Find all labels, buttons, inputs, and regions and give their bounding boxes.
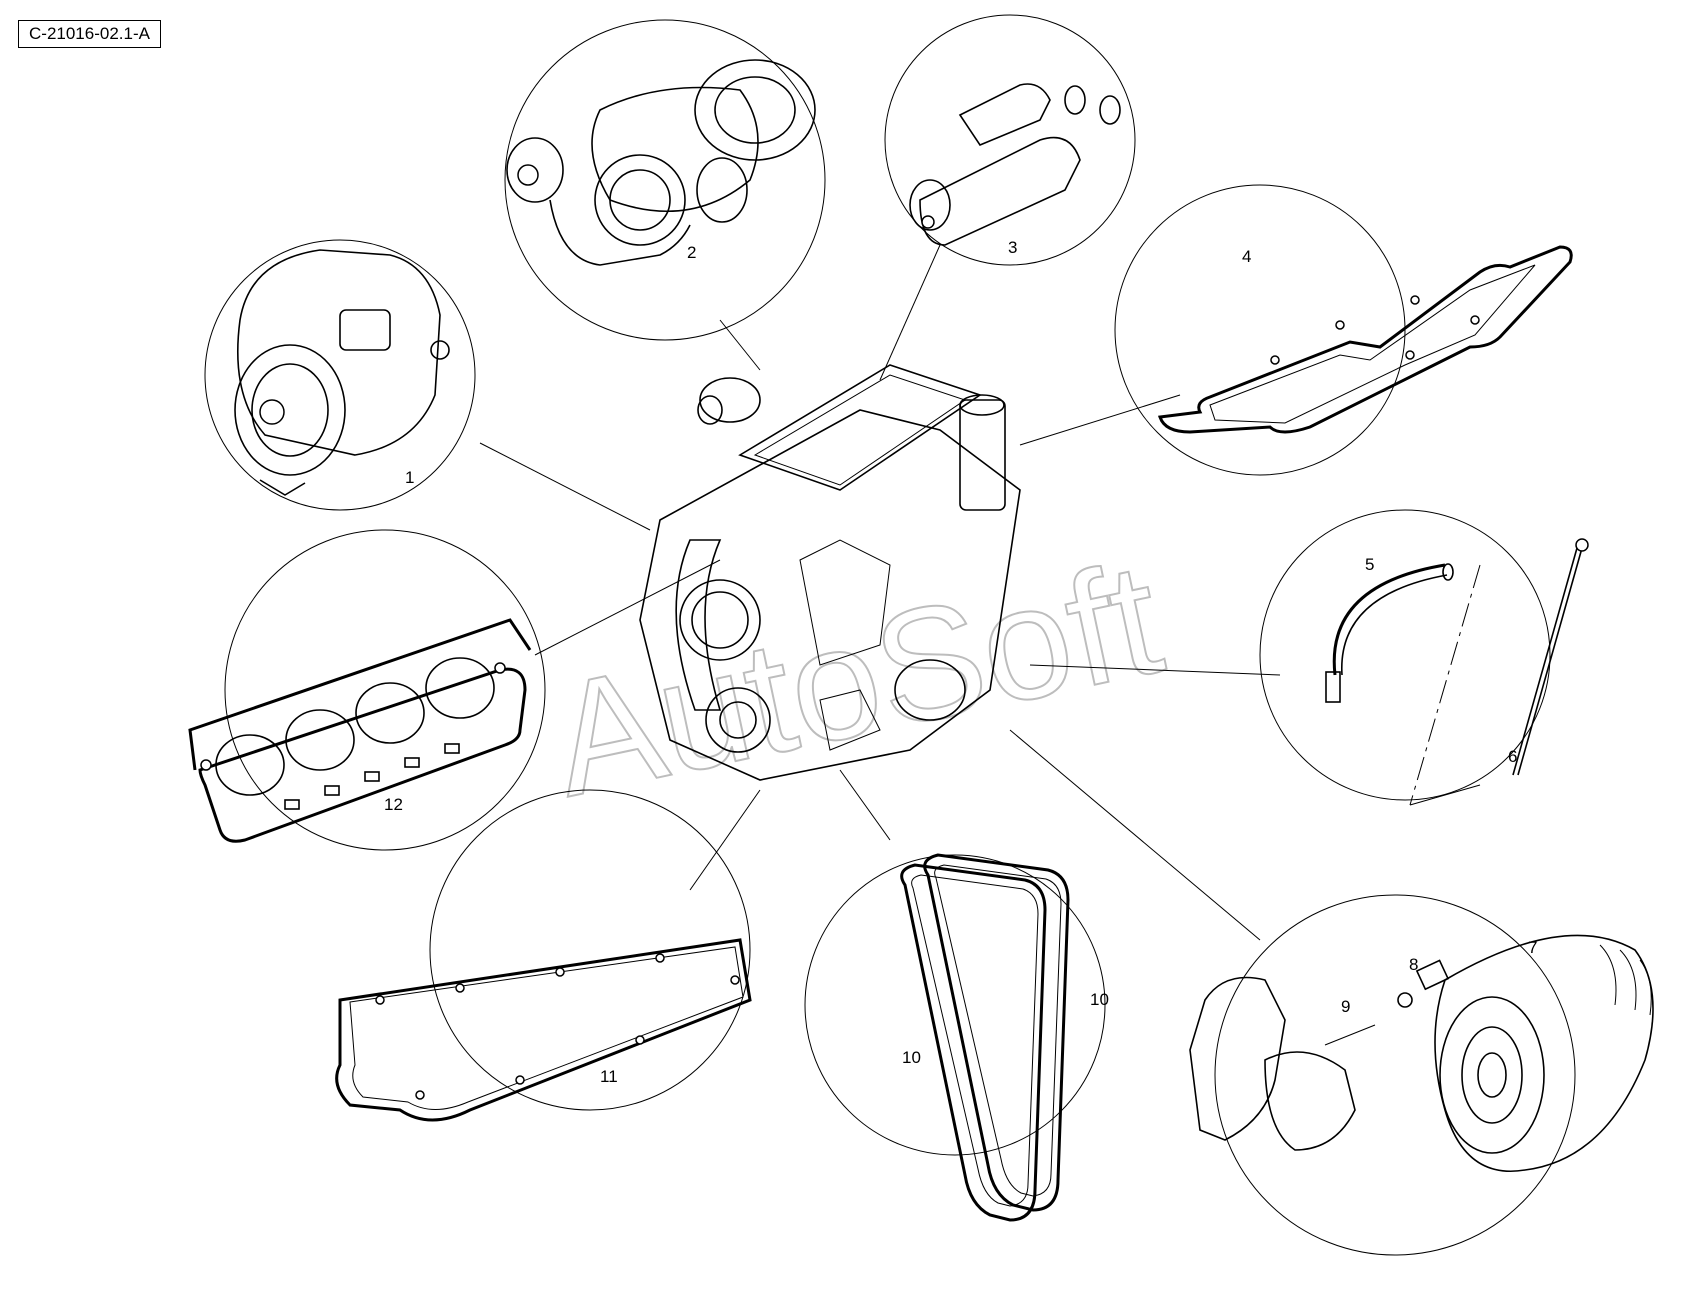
callout-7: 7 [1528,938,1537,957]
watermark-text: AutoSoft [537,527,1175,830]
detail-valve-cover-gasket [1114,184,1573,476]
callout-1: 1 [405,468,414,487]
detail-circle-valve-gasket [1114,184,1406,476]
detail-oil-pan-gasket [335,789,752,1122]
callout-2: 2 [687,243,696,262]
callout-6: 6 [1508,747,1517,766]
callout-4: 4 [1242,247,1251,266]
engine-assembly [639,364,1021,781]
detail-circle-head-gasket [224,529,546,851]
callout-9: 9 [1341,997,1350,1016]
detail-circle-alternator [204,239,476,511]
detail-v-belts [804,853,1106,1222]
detail-alternator [204,239,476,511]
callout-11: 11 [600,1067,618,1086]
leader-lines [479,244,1281,941]
callout-3: 3 [1008,238,1017,257]
detail-starter-motor [884,14,1136,266]
detail-oil-filter-group [1189,894,1654,1256]
detail-circle-oil-filter [1214,894,1576,1256]
detail-hose-and-dipstick [1259,509,1589,806]
callout-8: 8 [1409,955,1418,974]
callout-labels: 1 2 3 4 5 6 7 8 9 10 10 11 12 [384,238,1537,1086]
drawing-reference-code: C-21016-02.1-A [18,20,161,48]
detail-turbocharger [504,19,826,341]
callout-5: 5 [1365,555,1374,574]
detail-circle-belts [804,854,1106,1156]
detail-circle-pan-gasket [429,789,751,1111]
callout-12: 12 [384,795,403,814]
detail-head-gasket [188,529,546,851]
detail-circle-dipstick [1259,509,1551,801]
detail-circle-turbocharger [504,19,826,341]
callout-10-right: 10 [1090,990,1109,1009]
detail-circle-starter [884,14,1136,266]
callout-10-left: 10 [902,1048,921,1067]
